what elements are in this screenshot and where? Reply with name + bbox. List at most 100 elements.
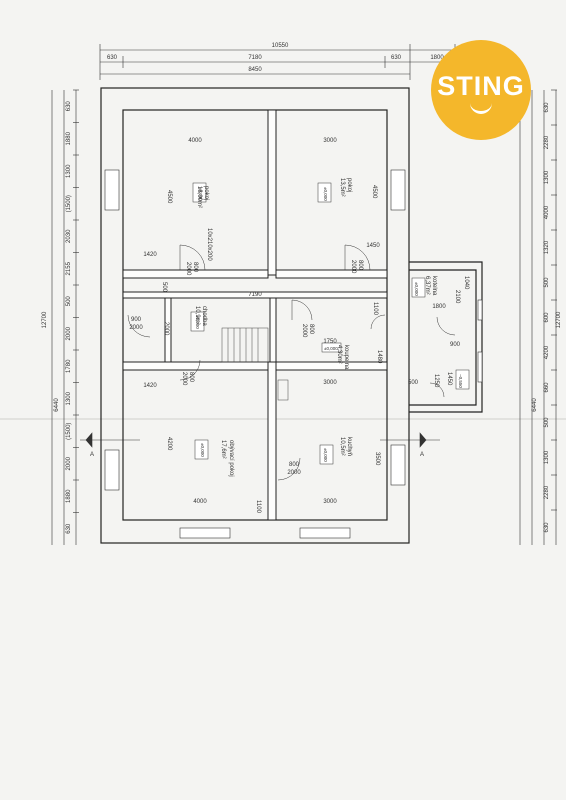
dim-left-10: (1500) bbox=[66, 423, 72, 440]
dim-left-12700: 12700 bbox=[42, 311, 48, 328]
dim-obyvaci-h: 4200 bbox=[166, 437, 172, 451]
dim-koupelna-w: 3000 bbox=[323, 380, 337, 386]
room-koupelna-name: koupelna bbox=[343, 345, 349, 370]
dim-wc-d3: 1250 bbox=[433, 374, 439, 388]
left-dimension-labels: 63018801300(1500)20302155500200017801300… bbox=[66, 89, 79, 534]
room-obyvaci-area: 17,6m² bbox=[220, 440, 226, 459]
dim-kuchyn-w: 3000 bbox=[323, 499, 337, 505]
dim-right-2: 1300 bbox=[544, 170, 550, 184]
dim-left-6: 500 bbox=[66, 296, 72, 307]
dim-pokoj1-door: 800 bbox=[192, 262, 198, 273]
room-kuchyn-name: kuchyň bbox=[346, 437, 352, 456]
dim-pokoj1-doorh: 2000 bbox=[185, 262, 191, 276]
dim-top-1800: 1800 bbox=[430, 55, 444, 61]
section-markers bbox=[80, 432, 440, 448]
dim-top-8450: 8450 bbox=[248, 67, 262, 73]
wall-label: 10x210x200 bbox=[206, 228, 212, 261]
inner-walls bbox=[122, 109, 388, 521]
dim-top-630-right: 630 bbox=[391, 55, 402, 61]
dim-obyvaci-d: 800 bbox=[188, 372, 194, 383]
section-a-left: A bbox=[90, 452, 94, 458]
dim-mid-7190: 7190 bbox=[248, 292, 262, 298]
dim-pokoj2-door: 800 bbox=[357, 260, 363, 271]
dim-pokoj2-w: 3000 bbox=[323, 138, 337, 144]
room-kotelna-level: ±0,000 bbox=[414, 282, 419, 296]
dim-obyvaci-w: 4000 bbox=[193, 499, 207, 505]
dim-obyvaci-dd: 1100 bbox=[255, 500, 261, 514]
level-boxes bbox=[190, 182, 470, 465]
dim-chodba-d2: 800 bbox=[308, 324, 314, 335]
right-dimensions bbox=[519, 90, 557, 545]
dim-left-4: 2030 bbox=[66, 229, 72, 243]
room-pokoj1-name: pokoj bbox=[203, 186, 209, 200]
dim-obyvaci-fr: 1420 bbox=[143, 383, 157, 389]
paper-fold bbox=[0, 418, 566, 420]
dim-left-9: 1300 bbox=[66, 391, 72, 405]
dim-misc-2000: 2000 bbox=[163, 322, 169, 336]
dim-pokoj2-h: 4500 bbox=[371, 185, 377, 199]
dim-kuchyn-h: 3500 bbox=[374, 452, 380, 466]
dim-pokoj2-doorh: 2000 bbox=[350, 260, 356, 274]
dim-right-6: 600 bbox=[544, 312, 550, 323]
room-koupelna-area: 4,30m² bbox=[336, 345, 342, 364]
room-pokoj2-area: 13,5m² bbox=[339, 178, 345, 197]
room-kuchyn-area: 10,5m² bbox=[339, 437, 345, 456]
dim-left-0: 630 bbox=[66, 101, 72, 112]
dim-misc-1100: 1100 bbox=[372, 302, 378, 316]
dim-kotelna-d: 1040 bbox=[463, 276, 469, 290]
room-pokoj1-level: ±0,000 bbox=[198, 187, 203, 201]
dim-pokoj1-h: 4500 bbox=[166, 190, 172, 204]
windows bbox=[104, 169, 483, 539]
dim-chodba-d2h: 2000 bbox=[301, 324, 307, 338]
dim-misc-500: 500 bbox=[161, 282, 167, 293]
dim-koupelna-h: 1750 bbox=[323, 339, 337, 345]
dim-chodba-d1h: 2000 bbox=[129, 325, 143, 331]
dim-right-6440: 6440 bbox=[532, 398, 538, 412]
sting-logo[interactable]: STING bbox=[431, 40, 531, 140]
dim-right-0: 630 bbox=[544, 102, 550, 113]
door-swings bbox=[127, 244, 456, 481]
dim-right-7: 4200 bbox=[544, 345, 550, 359]
dim-right-12700: 12700 bbox=[556, 311, 562, 328]
dim-koupelna-d: 1480 bbox=[376, 350, 382, 364]
dim-right-4: 1320 bbox=[544, 240, 550, 254]
dim-kuchyn-dh: 2000 bbox=[287, 470, 301, 476]
dim-right-9: 500 bbox=[544, 417, 550, 428]
dim-top-total: 10550 bbox=[272, 43, 289, 49]
dim-pokoj1-fr: 1420 bbox=[143, 252, 157, 258]
room-pokoj2-level: ±0,000 bbox=[323, 187, 328, 201]
dim-right-8: 660 bbox=[544, 382, 550, 393]
dim-left-13: 630 bbox=[66, 523, 72, 534]
dim-right-5: 500 bbox=[544, 277, 550, 288]
dim-kuchyn-d: 800 bbox=[289, 462, 300, 468]
top-dimensions bbox=[99, 44, 456, 80]
dim-left-12: 1880 bbox=[66, 489, 72, 503]
room-kuchyn-level: ±0,000 bbox=[323, 448, 328, 462]
dim-left-7: 2000 bbox=[66, 326, 72, 340]
room-pokoj1-area: 18,00m² bbox=[196, 186, 202, 208]
dim-left-1: 1880 bbox=[66, 131, 72, 145]
room-pokoj2-name: pokoj bbox=[346, 178, 352, 192]
dim-wc-d1: 900 bbox=[450, 342, 461, 348]
dim-left-3: (1500) bbox=[66, 195, 72, 212]
room-obyvaci-level: ±0,000 bbox=[200, 443, 205, 457]
right-dimension-labels: 6302280130040001320500600420066050013002… bbox=[544, 89, 557, 533]
room-chodba-name: chodba bbox=[201, 306, 207, 326]
dim-kotelna-d2: 2100 bbox=[454, 290, 460, 304]
dim-right-11: 2280 bbox=[544, 485, 550, 499]
left-dimensions bbox=[51, 90, 77, 545]
room-chodba-area: 10,9m² bbox=[194, 306, 200, 325]
dim-misc-500b: 500 bbox=[408, 380, 419, 386]
room-obyvaci-name: obývací pokoj bbox=[228, 440, 234, 477]
dim-left-8: 1780 bbox=[66, 359, 72, 373]
dim-wc-d2: 1450 bbox=[446, 372, 452, 386]
dim-obyvaci-dh: 2000 bbox=[181, 372, 187, 386]
logo-smile-icon bbox=[470, 103, 492, 114]
dim-chodba-d1: 900 bbox=[131, 317, 142, 323]
dim-left-5: 2155 bbox=[66, 261, 72, 275]
stairs bbox=[221, 327, 289, 401]
dim-left-11: 2000 bbox=[66, 456, 72, 470]
dim-kotelna-w: 1800 bbox=[432, 304, 446, 310]
room-koupelna-level: ±0,000 bbox=[324, 346, 338, 351]
